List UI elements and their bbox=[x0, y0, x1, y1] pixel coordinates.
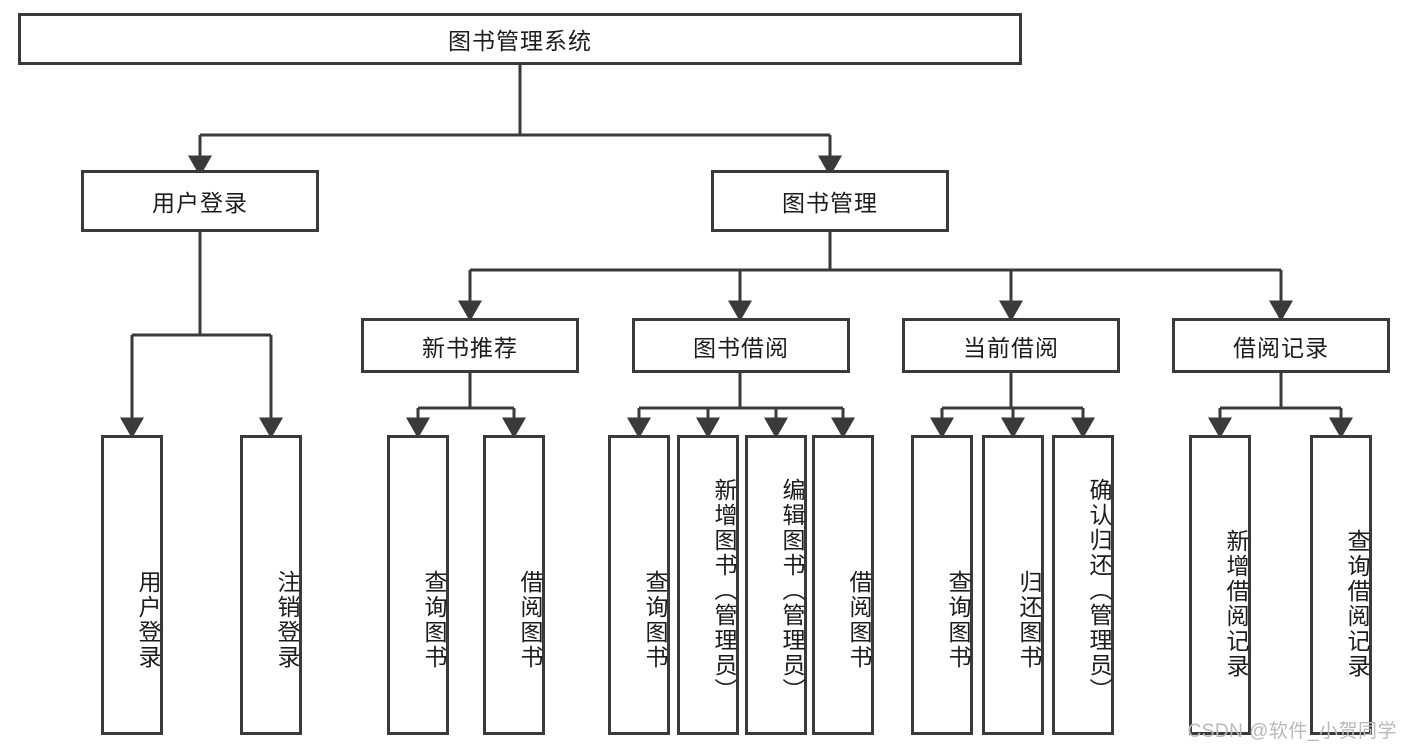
node-user-login-label: 用户登录 bbox=[152, 190, 248, 216]
leaf-add-borrow-record[interactable]: 新增借阅记录 bbox=[1189, 435, 1251, 735]
leaf-query-book-borrow-label: 查询图书 bbox=[642, 570, 668, 670]
leaf-query-book-current-label: 查询图书 bbox=[945, 570, 971, 670]
node-user-login[interactable]: 用户登录 bbox=[81, 170, 319, 232]
leaf-return-book[interactable]: 归还图书 bbox=[982, 435, 1044, 735]
leaf-user-login-label: 用户登录 bbox=[135, 570, 161, 670]
leaf-borrow-book[interactable]: 借阅图书 bbox=[812, 435, 874, 735]
leaf-edit-book-admin-label: 编辑图书（管理员） bbox=[779, 477, 805, 703]
leaf-query-borrow-record[interactable]: 查询借阅记录 bbox=[1310, 435, 1372, 735]
node-book-management-label: 图书管理 bbox=[782, 190, 878, 216]
leaf-add-book-admin-label: 新增图书（管理员） bbox=[711, 477, 737, 703]
node-borrow-record-label: 借阅记录 bbox=[1233, 334, 1329, 361]
node-borrow-record[interactable]: 借阅记录 bbox=[1172, 318, 1390, 373]
leaf-borrow-book-newbook[interactable]: 借阅图书 bbox=[483, 435, 545, 735]
node-current-borrow[interactable]: 当前借阅 bbox=[902, 318, 1120, 373]
leaf-query-book-newbook-label: 查询图书 bbox=[421, 570, 447, 670]
node-root-label: 图书管理系统 bbox=[448, 28, 592, 54]
leaf-query-borrow-record-label: 查询借阅记录 bbox=[1344, 529, 1370, 679]
leaf-query-book-borrow[interactable]: 查询图书 bbox=[608, 435, 670, 735]
node-book-management[interactable]: 图书管理 bbox=[711, 170, 949, 232]
node-new-book-recommend[interactable]: 新书推荐 bbox=[361, 318, 579, 373]
leaf-confirm-return-admin[interactable]: 确认归还（管理员） bbox=[1052, 435, 1114, 735]
leaf-user-login[interactable]: 用户登录 bbox=[101, 435, 163, 735]
leaf-logout-label: 注销登录 bbox=[274, 570, 300, 670]
leaf-query-book-newbook[interactable]: 查询图书 bbox=[387, 435, 449, 735]
node-book-borrow-label: 图书借阅 bbox=[693, 334, 789, 361]
leaf-borrow-book-newbook-label: 借阅图书 bbox=[517, 570, 543, 670]
node-root[interactable]: 图书管理系统 bbox=[18, 13, 1022, 65]
node-new-book-recommend-label: 新书推荐 bbox=[422, 334, 518, 361]
leaf-logout[interactable]: 注销登录 bbox=[240, 435, 302, 735]
csdn-watermark: CSDN @软件_小贺同学 bbox=[1187, 721, 1397, 742]
leaf-borrow-book-label: 借阅图书 bbox=[846, 570, 872, 670]
leaf-add-book-admin[interactable]: 新增图书（管理员） bbox=[677, 435, 739, 735]
leaf-return-book-label: 归还图书 bbox=[1016, 570, 1042, 670]
node-current-borrow-label: 当前借阅 bbox=[963, 334, 1059, 361]
node-book-borrow[interactable]: 图书借阅 bbox=[632, 318, 850, 373]
leaf-edit-book-admin[interactable]: 编辑图书（管理员） bbox=[745, 435, 807, 735]
leaf-query-book-current[interactable]: 查询图书 bbox=[911, 435, 973, 735]
leaf-add-borrow-record-label: 新增借阅记录 bbox=[1223, 529, 1249, 679]
leaf-confirm-return-admin-label: 确认归还（管理员） bbox=[1086, 477, 1112, 703]
